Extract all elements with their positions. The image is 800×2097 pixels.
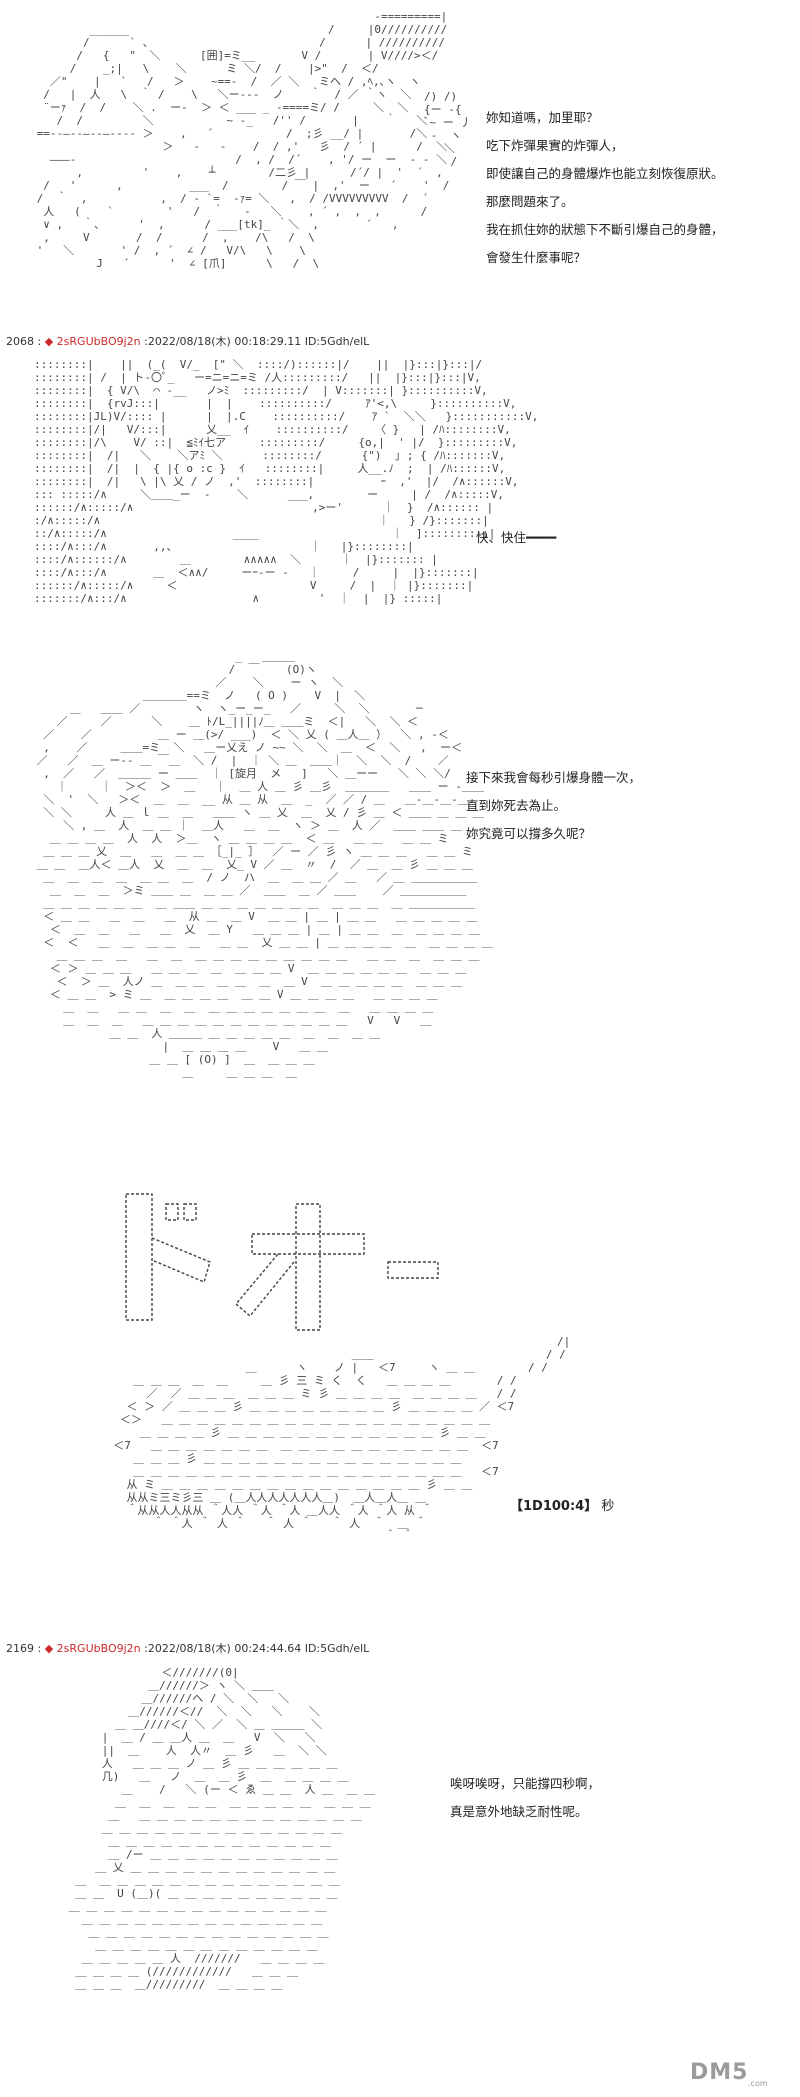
ascii-art-side-marks: /) /) {ー ‐{ ﾞ~ ー 丿 ‐ ヽ ＼ / xyxy=(424,90,472,168)
dialogue-line: 妳究竟可以撐多久呢？ xyxy=(466,826,592,841)
dice-roll-unit: 秒 xyxy=(601,1499,615,1514)
watermark-sub: .com xyxy=(748,2079,768,2088)
dialogue-line: 即使讓自己的身體爆炸也能立刻恢復原狀。 xyxy=(486,166,724,181)
ascii-art-bomber-smug: ＜///////(0| ＿//////＞ ヽ ＼ ＿＿ ＿//////ヘ / ＼… xyxy=(68,1666,376,1991)
post-header: 2068 : ◆ 2sRGUbBO9j2n :2022/08/18(木) 00:… xyxy=(6,335,370,348)
ascii-art-bomber-laughing: _ ＿＿＿ / ￣ (O)ヽ ／ ＼ ー ヽ ＼ ＿＿＿＿==ミ ノ ( O )… xyxy=(36,650,493,1079)
ascii-art-explosion: /| ＿＿ / / ＿ ヽ ノ | ＜7 ヽ ＿ ＿ / / ＿ ＿ ＿ ＿ ＿… xyxy=(113,1335,571,1543)
dialogue-line: 吃下炸彈果實的炸彈人， xyxy=(486,138,624,153)
post-trip[interactable]: 2sRGUbBO9j2n xyxy=(56,1642,141,1655)
post-trip[interactable]: 2sRGUbBO9j2n xyxy=(56,335,141,348)
ascii-art-grabbed-girl: ::::::::| || (_( V/_ [" ＼ ::::/)::::::|/… xyxy=(34,358,539,605)
dialogue-line: 妳知道嗎，加里耶？ xyxy=(486,110,599,125)
post-meta: :2022/08/18(木) 00:24:44.64 ID:5Gdh/elL xyxy=(144,1642,370,1655)
dialogue-line: 直到妳死去為止。 xyxy=(466,798,567,813)
site-watermark-logo: DM5 .com xyxy=(690,2060,790,2092)
post-number: 2169 xyxy=(6,1642,34,1655)
dice-roll-result: 【1D100:4】 秒 xyxy=(510,1495,614,1514)
post-meta: :2022/08/18(木) 00:18:29.11 ID:5Gdh/elL xyxy=(144,335,370,348)
dialogue-line: 我在抓住妳的狀態下不斷引爆自己的身體， xyxy=(486,222,724,237)
dialogue-line: 真是意外地缺乏耐性呢。 xyxy=(450,1804,588,1819)
trip-diamond-icon: ◆ xyxy=(44,335,54,348)
dialogue-panel1: 妳知道嗎，加里耶？ 吃下炸彈果實的炸彈人， 即使讓自己的身體爆炸也能立刻恢復原狀… xyxy=(486,104,724,272)
dialogue-panel5: 唉呀唉呀，只能撐四秒啊， 真是意外地缺乏耐性呢。 xyxy=(450,1770,600,1826)
dice-roll-label: 【1D100:4】 xyxy=(510,1499,598,1514)
post-number: 2068 xyxy=(6,335,34,348)
post-header: 2169 : ◆ 2sRGUbBO9j2n :2022/08/18(木) 00:… xyxy=(6,1642,370,1655)
ascii-art-bomber-grab: ‐=========| ______ / |0////////// / ` 、 … xyxy=(36,10,450,270)
dialogue-panel2: 快、快住━━━━ xyxy=(476,524,556,552)
dialogue-panel3: 接下來我會每秒引爆身體一次， 直到妳死去為止。 妳究竟可以撐多久呢？ xyxy=(466,764,641,848)
dialogue-line: 那麼問題來了。 xyxy=(486,194,574,209)
dialogue-line: 快、快住━━━━ xyxy=(476,530,557,545)
dialogue-line: 接下來我會每秒引爆身體一次， xyxy=(466,770,642,785)
watermark-text: DM5 xyxy=(690,2060,749,2085)
dialogue-line: 會發生什麼事呢？ xyxy=(486,250,587,265)
trip-diamond-icon: ◆ xyxy=(44,1642,54,1655)
dialogue-line: 唉呀唉呀，只能撐四秒啊， xyxy=(450,1776,601,1791)
sfx-doo-lettering xyxy=(125,1193,439,1331)
